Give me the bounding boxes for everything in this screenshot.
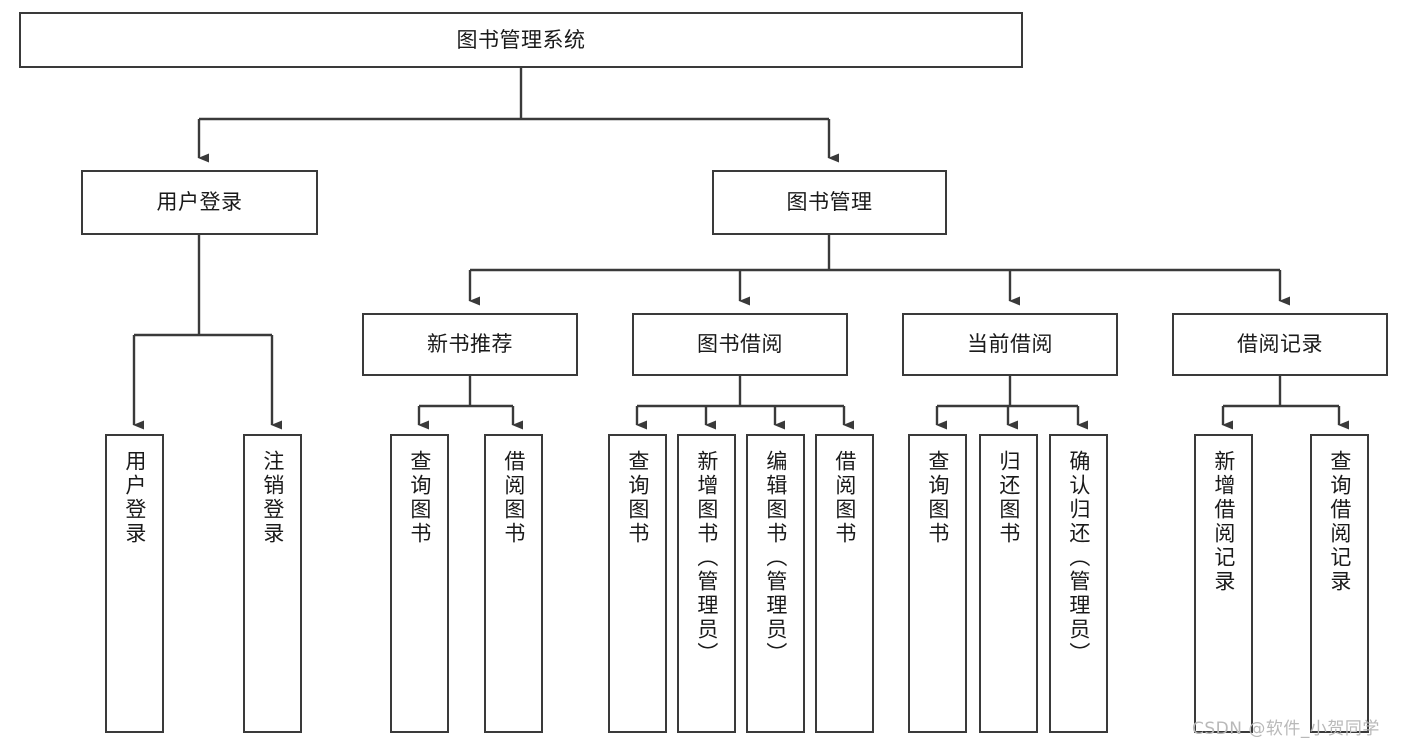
node-new-book-recommend-label: 新书推荐 xyxy=(427,332,513,357)
leaf-new-book-query[interactable]: 查询图书 xyxy=(390,434,449,733)
node-current-borrow-label: 当前借阅 xyxy=(967,332,1053,357)
leaf-records-query-label: 查询借阅记录 xyxy=(1327,450,1352,594)
node-book-borrow-label: 图书借阅 xyxy=(697,332,783,357)
leaf-records-query[interactable]: 查询借阅记录 xyxy=(1310,434,1369,733)
leaf-user-login-signin-label: 用户登录 xyxy=(122,450,147,546)
leaf-borrow-edit-book[interactable]: 编辑图书（管理员） xyxy=(746,434,805,733)
leaf-records-add[interactable]: 新增借阅记录 xyxy=(1194,434,1253,733)
leaf-borrow-edit-book-label: 编辑图书（管理员） xyxy=(763,450,788,666)
node-root-label: 图书管理系统 xyxy=(456,27,586,52)
leaf-current-query-book[interactable]: 查询图书 xyxy=(908,434,967,733)
leaf-borrow-add-book-label: 新增图书（管理员） xyxy=(694,450,719,666)
leaf-user-login-signin[interactable]: 用户登录 xyxy=(105,434,164,733)
node-new-book-recommend[interactable]: 新书推荐 xyxy=(362,313,578,376)
leaf-new-book-borrow[interactable]: 借阅图书 xyxy=(484,434,543,733)
node-book-borrow[interactable]: 图书借阅 xyxy=(632,313,848,376)
leaf-borrow-query-book[interactable]: 查询图书 xyxy=(608,434,667,733)
leaf-new-book-borrow-label: 借阅图书 xyxy=(501,450,526,546)
leaf-current-return-book[interactable]: 归还图书 xyxy=(979,434,1038,733)
leaf-new-book-query-label: 查询图书 xyxy=(407,450,432,546)
node-book-management[interactable]: 图书管理 xyxy=(712,170,947,235)
node-user-login[interactable]: 用户登录 xyxy=(81,170,318,235)
leaf-records-add-label: 新增借阅记录 xyxy=(1211,450,1236,594)
leaf-user-login-signout-label: 注销登录 xyxy=(260,450,285,546)
leaf-borrow-query-book-label: 查询图书 xyxy=(625,450,650,546)
leaf-current-confirm-return-label: 确认归还（管理员） xyxy=(1066,450,1091,666)
leaf-current-confirm-return[interactable]: 确认归还（管理员） xyxy=(1049,434,1108,733)
leaf-current-query-book-label: 查询图书 xyxy=(925,450,950,546)
node-user-login-label: 用户登录 xyxy=(156,190,243,215)
node-current-borrow[interactable]: 当前借阅 xyxy=(902,313,1118,376)
node-root[interactable]: 图书管理系统 xyxy=(19,12,1023,68)
leaf-borrow-borrow-book-label: 借阅图书 xyxy=(832,450,857,546)
leaf-borrow-add-book[interactable]: 新增图书（管理员） xyxy=(677,434,736,733)
watermark: CSDN @软件_小贺同学 xyxy=(1192,719,1380,739)
leaf-user-login-signout[interactable]: 注销登录 xyxy=(243,434,302,733)
node-borrow-records[interactable]: 借阅记录 xyxy=(1172,313,1388,376)
node-borrow-records-label: 借阅记录 xyxy=(1237,332,1323,357)
leaf-borrow-borrow-book[interactable]: 借阅图书 xyxy=(815,434,874,733)
leaf-current-return-book-label: 归还图书 xyxy=(996,450,1021,546)
node-book-management-label: 图书管理 xyxy=(786,190,873,215)
